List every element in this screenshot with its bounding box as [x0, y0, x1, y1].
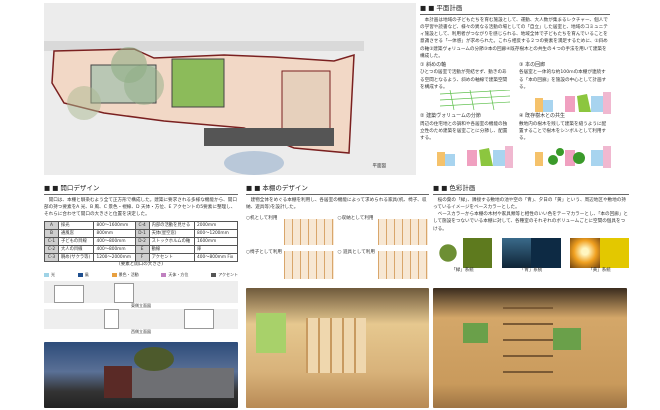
opening-body: 開口は、本棚と馴染むよう全て正方形で構成した。建築に要求される多様な機能から、開… [44, 198, 237, 218]
shelf-use-play: ○ 遊具として利用 [338, 249, 430, 281]
shelf-use-storage: ○収納として利用 [338, 215, 430, 247]
table-caption: (要素と開口の大きさ) [118, 262, 163, 268]
swatch-green: 「緑」系統 [433, 237, 492, 275]
interior-photo-shelves [433, 288, 627, 408]
east-elevation [44, 280, 238, 303]
section-title-shelf: ■ 本棚のデザイン [246, 183, 429, 196]
west-elevation [44, 308, 238, 329]
swatch-blue: 「青」系統 [501, 237, 561, 275]
shelf-use-desk: ○机として利用 [246, 215, 338, 247]
diagram-volumes-2 [437, 146, 513, 168]
color-body-1: 桜の葉の「緑」、隣接する敷地の池や空の「青」、夕日の「黄」という、周辺地区や敷地… [433, 198, 626, 211]
floor-plan: 平面図 [44, 3, 416, 175]
section-title-plan: ■ 平面計画 [420, 3, 610, 16]
section-title-opening: ■ 開口デザイン [44, 183, 238, 196]
diagram-axes [440, 90, 510, 110]
legend: 光 風 景色・活動 天体・方位 アクセント [44, 272, 238, 278]
swatch-yellow: 「黄」系統 [570, 237, 629, 275]
plan-point: ② 建築ヴォリュームの分節周辺の住宅地との調和や各居室の機能の独立性のため建築を… [420, 112, 508, 141]
diagram-trees [535, 146, 611, 168]
diagram-volumes [535, 92, 611, 114]
plan-point: ④ 既存樹木との共生敷地内の樹木を残して建築を縫うように配置することで樹木をシン… [519, 112, 607, 141]
plan-point: ③ 本の回廊各居室と一体的な約100mの本棚が連続する「本の回廊」を施設の中心と… [519, 61, 607, 90]
plan-body: 本計画は地域の子どもたちを育む施設として、運動、大人数が集まるレクチャー、個人で… [420, 18, 608, 59]
interior-photo-library [246, 288, 429, 408]
shelf-use-chair: ○椅子として利用 [246, 249, 338, 281]
color-body-2: ベースカラーから本棚の木材や家具類等と相性のいい色をテーマカラーとし、「本の回廊… [433, 212, 629, 232]
section-title-color: ■ 色彩計画 [433, 183, 629, 196]
plan-label: 平面図 [372, 164, 387, 170]
exterior-night-photo [44, 342, 238, 408]
shelf-body: 建物全体をめぐる本棚を利用し、各居室の機能によって求められる家具(机、椅子、収納… [246, 198, 427, 211]
plan-point: ① 斜めの軸ひとつの居室で活動が完結せず、動きのある空間となるよう、斜めの軸線で… [420, 61, 508, 90]
